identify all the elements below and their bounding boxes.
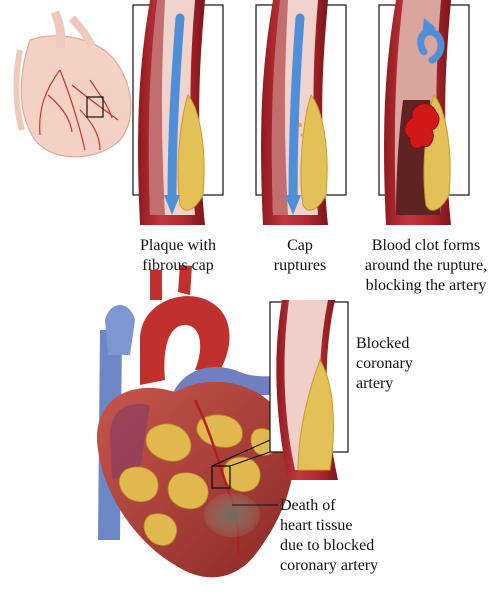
- callout-line: coronary: [356, 355, 413, 372]
- stage-2-caption: Cap ruptures: [250, 236, 350, 276]
- sketch-highlight-box: [86, 96, 104, 118]
- blocked-artery-callout: Blocked coronary artery: [356, 334, 486, 394]
- blocked-artery-zoom: [269, 300, 349, 480]
- caption-line: ruptures: [273, 257, 327, 274]
- caption-line: blocking the artery: [365, 277, 487, 294]
- sketch-heart: [13, 10, 132, 158]
- stage-panel-3: [378, 0, 470, 225]
- stage-3-caption: Blood clot forms around the rupture, blo…: [352, 236, 500, 296]
- stage-panel-2: [255, 0, 347, 225]
- callout-line: Death of: [280, 497, 336, 514]
- caption-line: Blood clot forms: [371, 237, 481, 254]
- blood-clot: [404, 103, 440, 149]
- stage-1-caption: Plaque with fibrous cap: [118, 236, 238, 276]
- aorta: [140, 296, 230, 385]
- plaque-blockage: [297, 358, 334, 471]
- stage-panel-1: [132, 0, 224, 225]
- flow-arrow: [288, 13, 305, 205]
- caption-line: around the rupture,: [364, 257, 488, 274]
- plaque-ruptured: [300, 93, 328, 211]
- callout-line: Blocked: [356, 335, 410, 352]
- flow-arrow: [167, 13, 185, 205]
- callout-line: due to blocked: [280, 537, 375, 554]
- blocked-flow-arrow: [417, 28, 445, 64]
- callout-line: heart tissue: [280, 517, 353, 534]
- dead-tissue-area: [204, 493, 260, 537]
- caption-line: Cap: [287, 237, 313, 254]
- callout-line: coronary artery: [280, 557, 379, 574]
- plaque: [177, 93, 205, 211]
- dead-tissue-callout: Death of heart tissue due to blocked cor…: [280, 496, 480, 576]
- caption-line: Plaque with: [140, 237, 216, 254]
- connector-lines: [211, 439, 278, 506]
- callout-line: artery: [356, 375, 394, 392]
- heart-highlight-box: [211, 465, 231, 489]
- caption-line: fibrous cap: [142, 257, 214, 274]
